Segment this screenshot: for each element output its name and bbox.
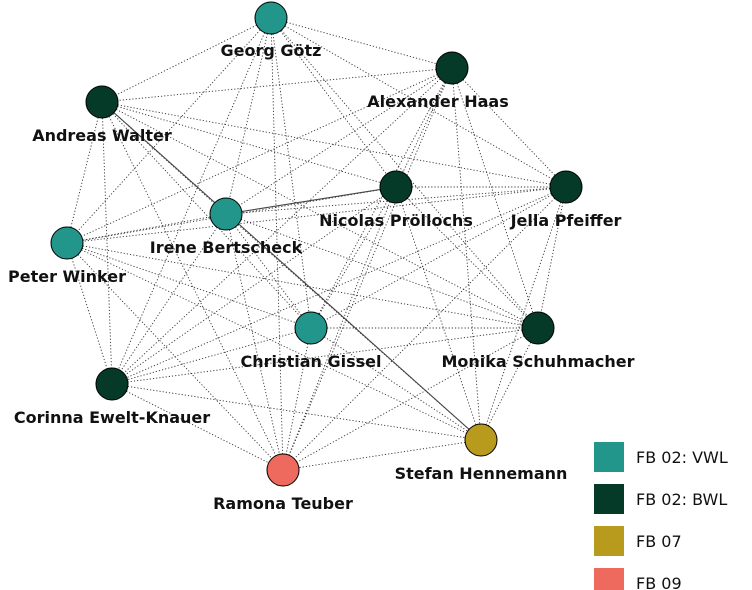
edge-dotted-winker-teuber bbox=[66, 242, 284, 471]
node-layer bbox=[50, 1, 583, 487]
edge-dotted-proellochs-ewelt bbox=[111, 186, 397, 385]
node-label-winker: Peter Winker bbox=[8, 267, 126, 286]
node-goetz bbox=[254, 1, 288, 35]
edge-dotted-bertscheck-gissel bbox=[225, 213, 312, 329]
node-label-bertscheck: Irene Bertscheck bbox=[150, 238, 303, 257]
edge-dotted-haas-proellochs bbox=[395, 67, 453, 188]
legend-label-fb09: FB 09 bbox=[636, 574, 682, 590]
edge-dotted-goetz-ewelt bbox=[111, 17, 272, 385]
edge-dotted-walter-ewelt bbox=[101, 101, 113, 385]
node-schuhmacher bbox=[521, 311, 555, 345]
edge-dotted-haas-winker bbox=[66, 67, 453, 244]
edge-dotted-schuhmacher-ewelt bbox=[111, 327, 539, 385]
node-gissel bbox=[294, 311, 328, 345]
edge-dotted-haas-pfeiffer bbox=[451, 67, 567, 188]
edge-dotted-proellochs-gissel bbox=[310, 186, 397, 329]
legend-swatch-fb07 bbox=[594, 526, 624, 556]
edge-dotted-pfeiffer-winker bbox=[66, 186, 567, 244]
node-winker bbox=[50, 226, 84, 260]
legend-swatch-vwl bbox=[594, 442, 624, 472]
edge-dotted-walter-winker bbox=[66, 101, 103, 244]
edge-solid-bertscheck-proellochs bbox=[225, 186, 397, 215]
edge-dotted-goetz-walter bbox=[101, 17, 272, 103]
legend-label-bwl: FB 02: BWL bbox=[636, 490, 727, 509]
edge-dotted-goetz-gissel bbox=[270, 17, 312, 329]
edge-dotted-haas-schuhmacher bbox=[451, 67, 539, 329]
node-ewelt bbox=[95, 367, 129, 401]
edge-dotted-pfeiffer-gissel bbox=[310, 186, 567, 329]
node-label-walter: Andreas Walter bbox=[32, 126, 172, 145]
edge-dotted-schuhmacher-hennemann bbox=[480, 327, 539, 441]
edge-dotted-ewelt-hennemann bbox=[111, 383, 482, 441]
edge-dotted-bertscheck-ewelt bbox=[111, 213, 227, 385]
edge-dotted-proellochs-schuhmacher bbox=[395, 186, 539, 329]
edge-dotted-pfeiffer-ewelt bbox=[111, 186, 567, 385]
edge-dotted-bertscheck-schuhmacher bbox=[225, 213, 539, 329]
edge-layer bbox=[66, 17, 567, 471]
edge-dotted-goetz-bertscheck bbox=[225, 17, 272, 215]
node-haas bbox=[435, 51, 469, 85]
edge-dotted-haas-hennemann bbox=[451, 67, 482, 441]
node-hennemann bbox=[464, 423, 498, 457]
node-label-ewelt: Corinna Ewelt-Knauer bbox=[14, 408, 210, 427]
edge-dotted-goetz-winker bbox=[66, 17, 272, 244]
edge-dotted-haas-ewelt bbox=[111, 67, 453, 385]
legend: FB 02: VWL FB 02: BWL FB 07 FB 09 bbox=[594, 442, 728, 590]
node-label-proellochs: Nicolas Pröllochs bbox=[319, 211, 473, 230]
edge-dotted-haas-teuber bbox=[282, 67, 453, 471]
node-label-goetz: Georg Götz bbox=[221, 41, 322, 60]
legend-label-fb07: FB 07 bbox=[636, 532, 682, 551]
edge-dotted-gissel-teuber bbox=[282, 327, 312, 471]
node-walter bbox=[85, 85, 119, 119]
edge-dotted-haas-gissel bbox=[310, 67, 453, 329]
edge-dotted-proellochs-teuber bbox=[282, 186, 397, 471]
node-label-teuber: Ramona Teuber bbox=[213, 494, 353, 513]
node-pfeiffer bbox=[549, 170, 583, 204]
node-label-pfeiffer: Jella Pfeiffer bbox=[510, 211, 622, 230]
edge-dotted-gissel-ewelt bbox=[111, 327, 312, 385]
edge-dotted-bertscheck-teuber bbox=[225, 213, 284, 471]
edge-solid-walter-hennemann bbox=[101, 101, 482, 441]
node-bertscheck bbox=[209, 197, 243, 231]
node-label-schuhmacher: Monika Schuhmacher bbox=[441, 352, 634, 371]
edge-dotted-schuhmacher-teuber bbox=[282, 327, 539, 471]
edge-dotted-walter-teuber bbox=[101, 101, 284, 471]
node-label-hennemann: Stefan Hennemann bbox=[395, 464, 568, 483]
node-proellochs bbox=[379, 170, 413, 204]
node-teuber bbox=[266, 453, 300, 487]
edge-dotted-goetz-schuhmacher bbox=[270, 17, 539, 329]
legend-swatch-bwl bbox=[594, 484, 624, 514]
node-label-haas: Alexander Haas bbox=[367, 92, 509, 111]
node-label-gissel: Christian Gissel bbox=[241, 352, 382, 371]
edge-dotted-pfeiffer-teuber bbox=[282, 186, 567, 471]
edge-dotted-winker-gissel bbox=[66, 242, 312, 329]
edge-dotted-haas-walter bbox=[101, 67, 453, 103]
edge-dotted-goetz-haas bbox=[270, 17, 453, 69]
edge-dotted-goetz-pfeiffer bbox=[270, 17, 567, 188]
edge-dotted-haas-bertscheck bbox=[225, 67, 453, 215]
legend-swatch-fb09 bbox=[594, 568, 624, 590]
legend-label-vwl: FB 02: VWL bbox=[636, 448, 728, 467]
edge-dotted-winker-ewelt bbox=[66, 242, 113, 385]
edge-dotted-bertscheck-winker bbox=[66, 213, 227, 244]
edge-dotted-walter-gissel bbox=[101, 101, 312, 329]
edge-dotted-gissel-hennemann bbox=[310, 327, 482, 441]
edge-dotted-hennemann-teuber bbox=[282, 439, 482, 471]
